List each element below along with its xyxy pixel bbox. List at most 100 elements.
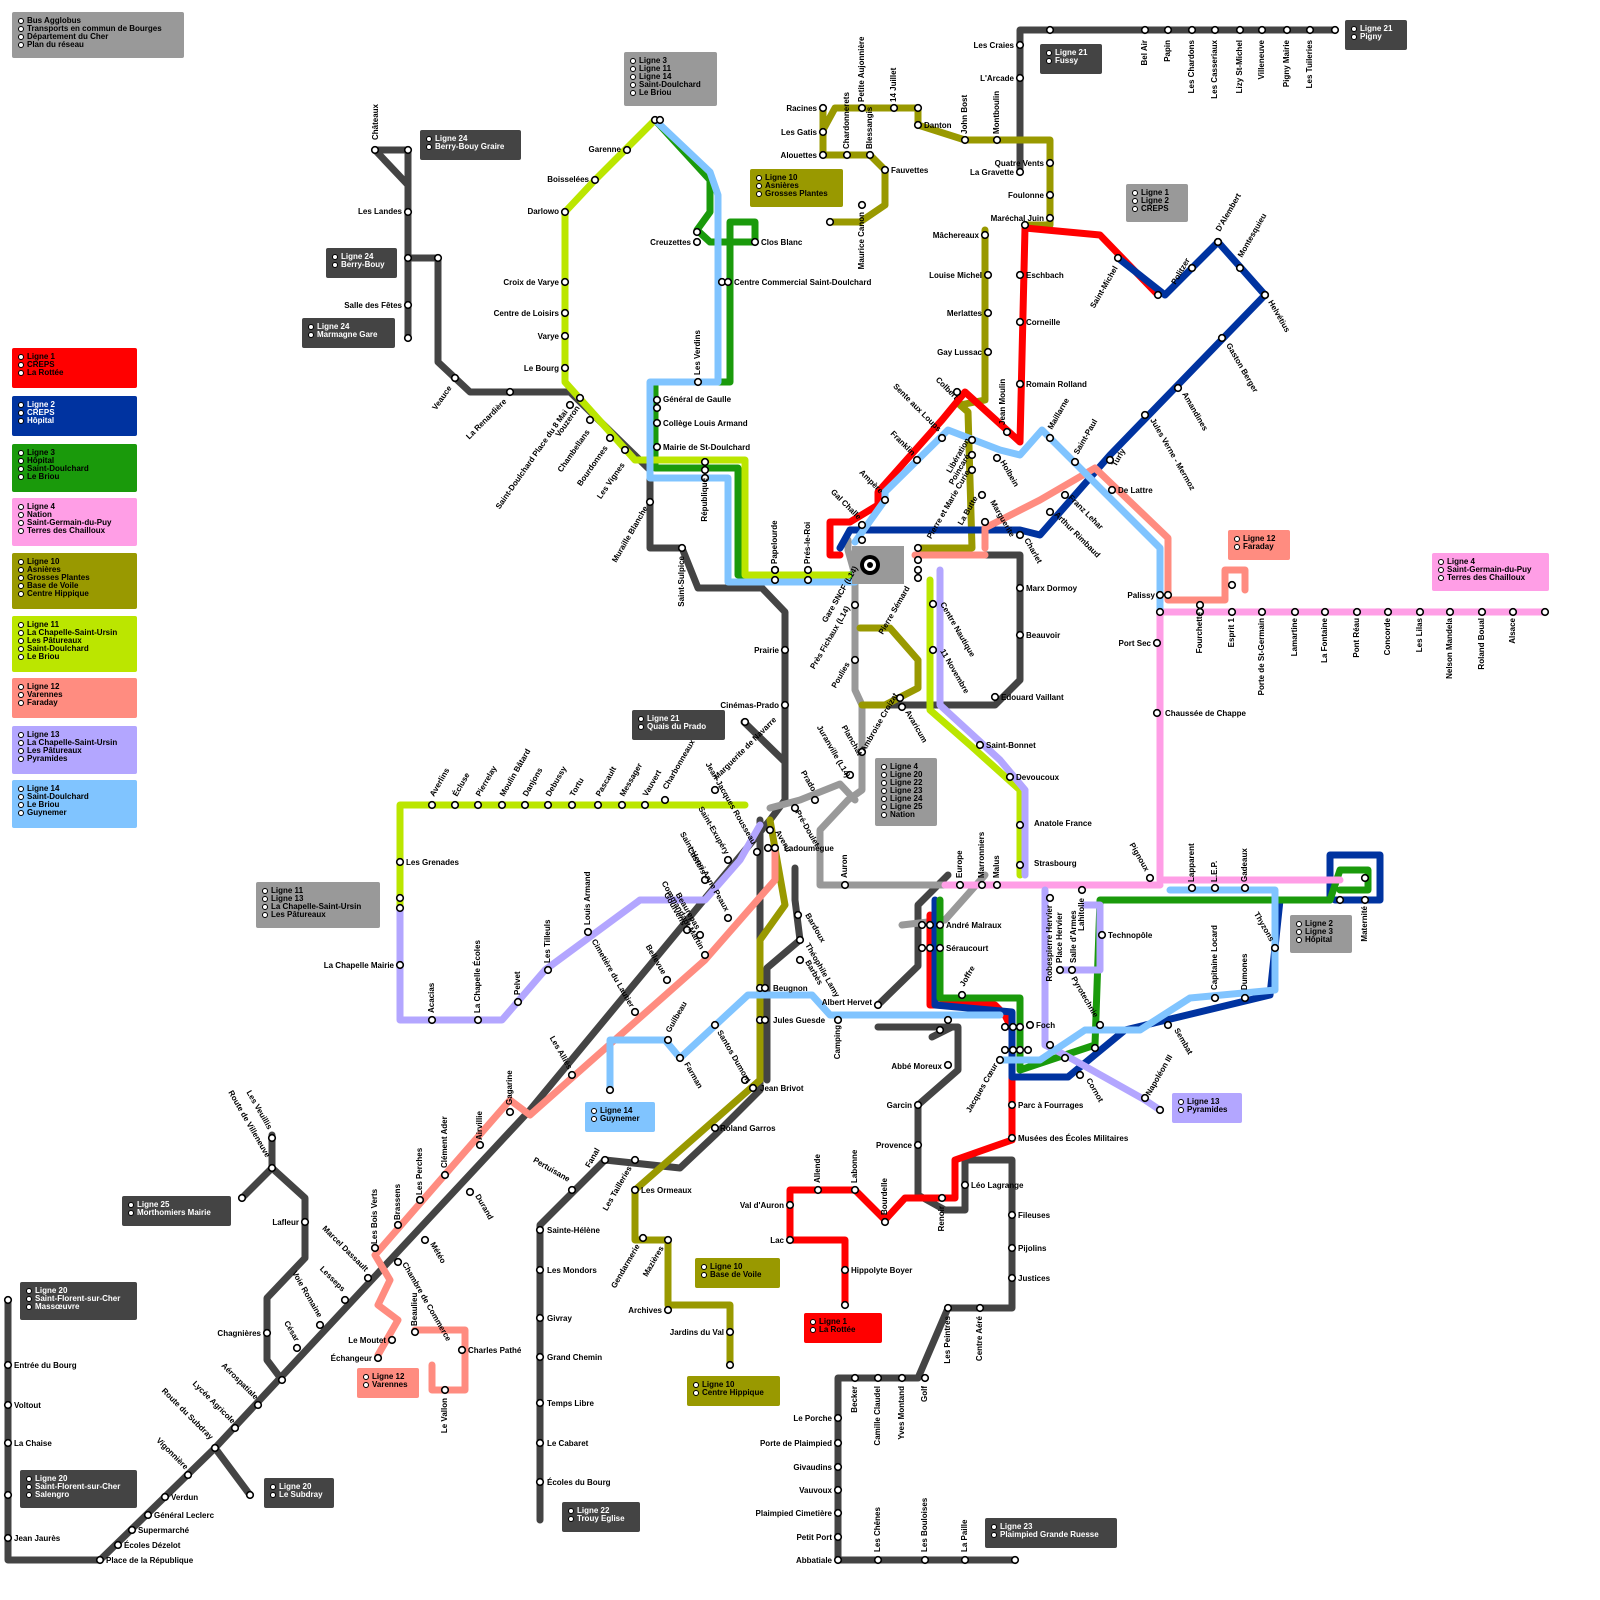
station-stop[interactable] [660,795,670,805]
station-stop[interactable] [605,1085,615,1095]
station-stop[interactable] [1097,930,1107,940]
station-stop[interactable] [795,935,805,945]
station-stop[interactable] [1007,1133,1017,1143]
station-stop[interactable] [840,1265,850,1275]
station-stop[interactable] [833,1555,843,1565]
station-stop[interactable] [1352,607,1362,617]
station-stop[interactable] [825,217,835,227]
station-stop[interactable] [1270,943,1280,953]
station-stop[interactable] [1290,607,1300,617]
station-stop[interactable] [833,1485,843,1495]
station-stop[interactable] [1025,1020,1035,1030]
station-stop[interactable] [567,1185,577,1195]
station-stop[interactable] [267,1163,277,1173]
station-stop[interactable] [560,277,570,287]
station-stop[interactable] [427,800,437,810]
station-stop[interactable] [652,395,662,405]
station-stop[interactable] [857,103,867,113]
station-stop[interactable] [795,955,805,965]
station-stop[interactable] [535,1265,545,1275]
station-stop[interactable] [1155,1105,1165,1115]
station-stop[interactable] [725,1360,735,1370]
station-stop[interactable] [590,175,600,185]
station-stop[interactable] [1090,1043,1100,1053]
station-stop[interactable] [912,455,922,465]
station-stop[interactable] [245,1490,255,1500]
station-stop[interactable] [955,880,965,890]
station-stop[interactable] [967,450,977,460]
station-stop[interactable] [748,1083,758,1093]
station-stop[interactable] [1320,607,1330,617]
station-stop[interactable] [917,920,927,930]
station-stop[interactable] [520,800,530,810]
station-stop[interactable] [652,403,662,413]
station-stop[interactable] [645,497,655,507]
station-stop[interactable] [1000,1045,1010,1055]
station-stop[interactable] [403,333,413,343]
station-stop[interactable] [995,1055,1005,1065]
station-stop[interactable] [395,893,405,903]
station-stop[interactable] [977,490,987,500]
station-stop[interactable] [700,457,710,467]
station-stop[interactable] [1113,253,1123,263]
station-stop[interactable] [1173,383,1183,393]
station-stop[interactable] [1415,607,1425,617]
station-stop[interactable] [638,1233,648,1243]
station-stop[interactable] [1015,270,1025,280]
station-stop[interactable] [1060,1053,1070,1063]
station-stop[interactable] [873,1555,883,1565]
station-stop[interactable] [1015,530,1025,540]
station-stop[interactable] [1257,25,1267,35]
station-stop[interactable] [95,1555,105,1565]
station-stop[interactable] [1153,290,1163,300]
station-stop[interactable] [943,1303,953,1313]
station-stop[interactable] [535,1352,545,1362]
station-stop[interactable] [1282,25,1292,35]
station-stop[interactable] [920,1373,930,1383]
station-stop[interactable] [700,473,710,483]
station-stop[interactable] [1015,379,1025,389]
station-stop[interactable] [1305,25,1315,35]
station-stop[interactable] [1540,607,1550,617]
station-stop[interactable] [440,1170,450,1180]
station-stop[interactable] [403,145,413,155]
station-stop[interactable] [1008,1022,1018,1032]
station-stop[interactable] [535,1438,545,1448]
station-stop[interactable] [1187,25,1197,35]
station-stop[interactable] [535,1225,545,1235]
station-stop[interactable] [692,227,702,237]
station-stop[interactable] [535,1398,545,1408]
station-stop[interactable] [473,1015,483,1025]
station-stop[interactable] [3,1360,13,1370]
station-stop[interactable] [465,1187,475,1197]
station-stop[interactable] [760,1015,770,1025]
station-stop[interactable] [1020,220,1030,230]
station-stop[interactable] [842,150,852,160]
station-stop[interactable] [127,1525,137,1535]
station-stop[interactable] [395,903,405,913]
station-stop[interactable] [1045,1040,1055,1050]
station-stop[interactable] [913,1140,923,1150]
station-stop[interactable] [543,965,553,975]
station-stop[interactable] [1508,607,1518,617]
station-stop[interactable] [765,825,775,835]
station-stop[interactable] [977,880,987,890]
station-stop[interactable] [780,645,790,655]
station-stop[interactable] [980,517,990,527]
station-stop[interactable] [267,1133,277,1143]
station-stop[interactable] [567,800,577,810]
station-stop[interactable] [473,800,483,810]
station-stop[interactable] [662,975,672,985]
station-stop[interactable] [1260,290,1270,300]
station-stop[interactable] [990,692,1000,702]
station-stop[interactable] [560,331,570,341]
station-stop[interactable] [770,565,780,575]
station-stop[interactable] [935,943,945,953]
station-stop[interactable] [895,693,905,703]
station-stop[interactable] [1007,1210,1017,1220]
station-stop[interactable] [818,127,828,137]
station-stop[interactable] [1210,25,1220,35]
station-stop[interactable] [1067,965,1077,975]
station-stop[interactable] [960,1555,970,1565]
station-stop[interactable] [513,997,523,1007]
